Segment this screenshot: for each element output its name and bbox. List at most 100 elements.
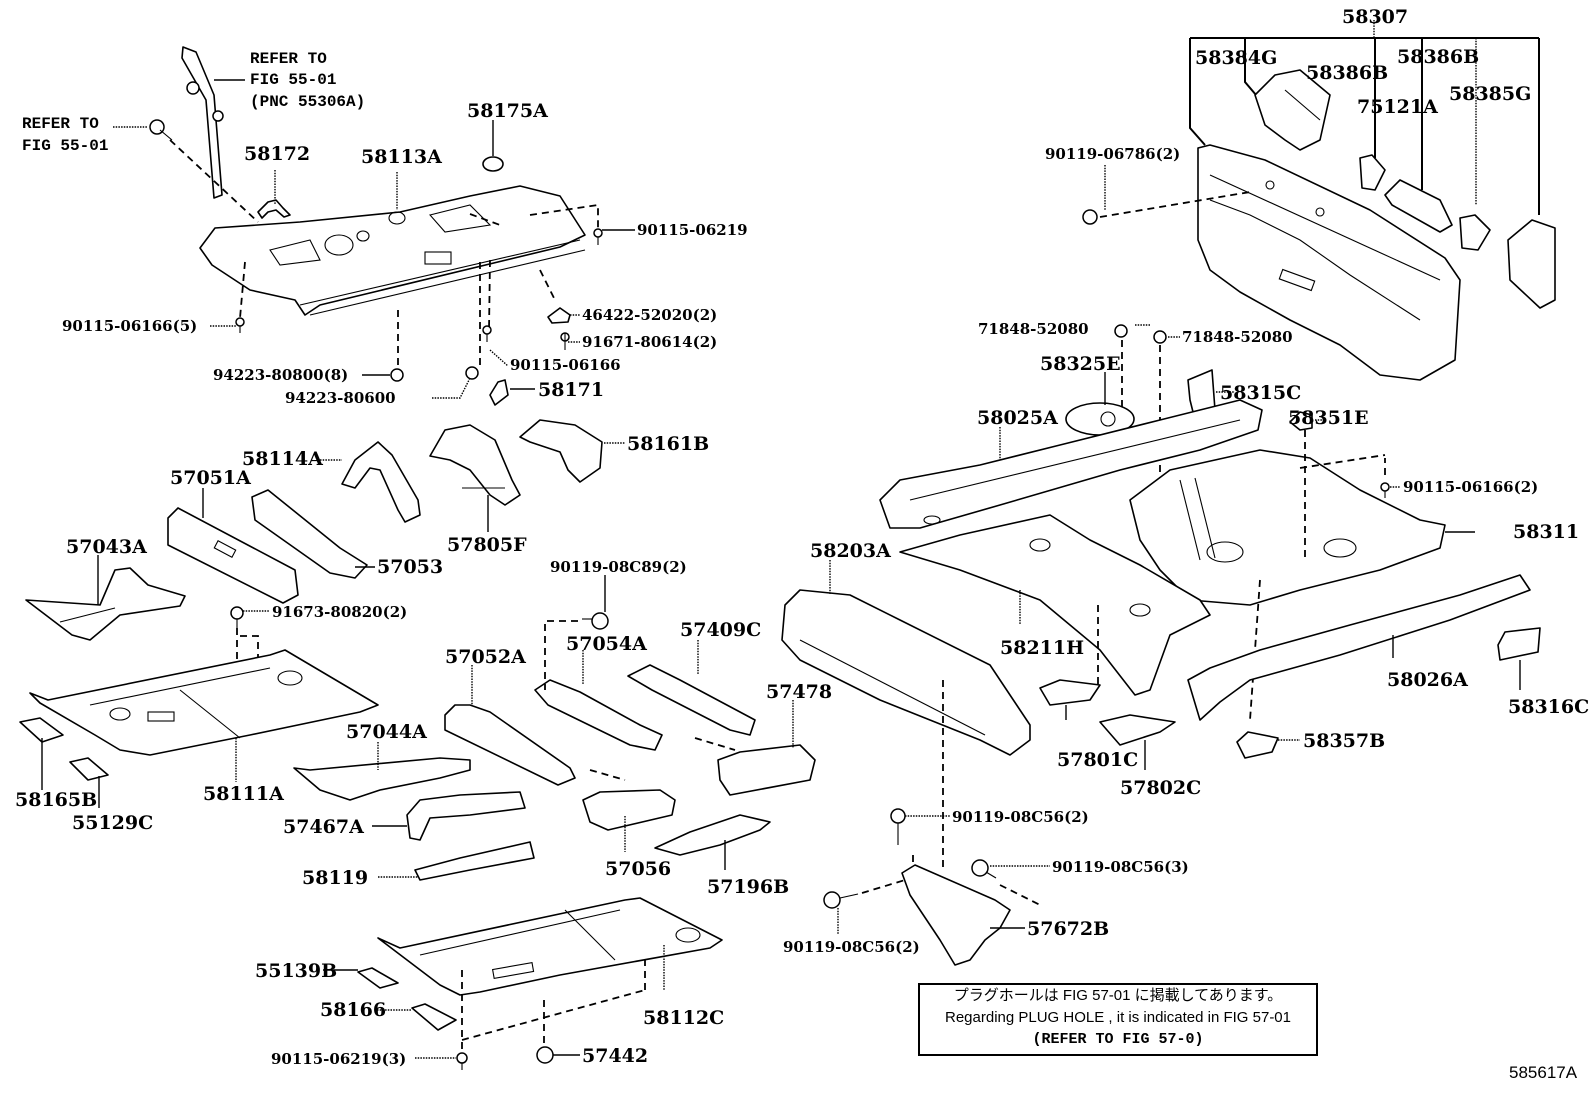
label-90115-06219[interactable]: 90115-06219 bbox=[637, 221, 748, 239]
label-58165B[interactable]: 58165B bbox=[15, 789, 97, 811]
part-58171-bracket bbox=[489, 379, 509, 406]
label-58172[interactable]: 58172 bbox=[244, 143, 310, 165]
cap-57442 bbox=[536, 1046, 554, 1064]
label-57052A[interactable]: 57052A bbox=[445, 646, 526, 668]
label-58307[interactable]: 58307 bbox=[1342, 6, 1408, 28]
bolt-90119-08C89 bbox=[582, 612, 609, 630]
part-57053-member bbox=[251, 489, 368, 579]
part-57478-member bbox=[717, 744, 816, 796]
bolt-90115-06219 bbox=[593, 228, 603, 245]
label-57672B[interactable]: 57672B bbox=[1027, 918, 1109, 940]
plug-71848-52080-b bbox=[1153, 330, 1167, 344]
part-58175A-plug bbox=[482, 156, 504, 172]
label-58203A[interactable]: 58203A bbox=[810, 540, 891, 562]
figure-id: 585617A bbox=[1509, 1063, 1578, 1082]
part-58165B-plug bbox=[19, 717, 64, 743]
part-57801C-bracket bbox=[1039, 679, 1101, 706]
label-57054A[interactable]: 57054A bbox=[566, 633, 647, 655]
note-line-en: Regarding PLUG HOLE , it is indicated in… bbox=[945, 1009, 1291, 1026]
clip-46422-52020 bbox=[547, 307, 571, 324]
reference-note-left: REFER TO FIG 55-01 bbox=[22, 115, 108, 155]
label-90119-08C56-3[interactable]: 90119-08C56(3) bbox=[1052, 858, 1189, 876]
label-57478[interactable]: 57478 bbox=[766, 681, 832, 703]
label-58161B[interactable]: 58161B bbox=[627, 433, 709, 455]
label-57051A[interactable]: 57051A bbox=[170, 467, 251, 489]
label-58316C[interactable]: 58316C bbox=[1508, 696, 1589, 718]
part-57051A-member bbox=[167, 507, 299, 604]
label-90119-08C56-2a[interactable]: 90119-08C56(2) bbox=[952, 808, 1089, 826]
label-90115-06166[interactable]: 90115-06166 bbox=[510, 356, 621, 374]
label-57196B[interactable]: 57196B bbox=[707, 876, 789, 898]
label-58025A[interactable]: 58025A bbox=[977, 407, 1058, 429]
part-58316C-bracket bbox=[1497, 627, 1541, 661]
label-58385G[interactable]: 58385G bbox=[1449, 83, 1531, 105]
label-58384G[interactable]: 58384G bbox=[1195, 47, 1277, 69]
label-90115-06166-2[interactable]: 90115-06166(2) bbox=[1403, 478, 1538, 496]
part-58025A-member bbox=[879, 399, 1263, 529]
label-90115-06219-3[interactable]: 90115-06219(3) bbox=[271, 1050, 406, 1068]
part-58325E-bracket bbox=[1065, 402, 1135, 436]
bolt-90115-06219-3 bbox=[456, 1052, 468, 1070]
label-58113A[interactable]: 58113A bbox=[361, 146, 442, 168]
label-58211H[interactable]: 58211H bbox=[1000, 637, 1084, 659]
label-57442[interactable]: 57442 bbox=[582, 1045, 648, 1067]
label-55129C[interactable]: 55129C bbox=[72, 812, 153, 834]
bolt-91673-80820 bbox=[230, 606, 244, 628]
bolt-90119-08C56-2b bbox=[823, 891, 859, 909]
ref-left-line1: REFER TO bbox=[22, 115, 99, 133]
plug-hole-note: プラグホールは FIG 57-01 に掲載してあります。 Regarding P… bbox=[918, 983, 1318, 1056]
part-58119-member bbox=[414, 841, 535, 881]
part-58114A-bracket bbox=[341, 441, 421, 523]
label-57467A[interactable]: 57467A bbox=[283, 816, 364, 838]
label-71848-52080-a[interactable]: 71848-52080 bbox=[978, 320, 1089, 338]
part-55139B-plug bbox=[357, 967, 399, 989]
label-58315C[interactable]: 58315C bbox=[1220, 382, 1301, 404]
label-94223-80600[interactable]: 94223-80600 bbox=[285, 389, 396, 407]
note-line-ref: (REFER TO FIG 57-0) bbox=[1032, 1031, 1204, 1048]
label-58171[interactable]: 58171 bbox=[538, 379, 604, 401]
part-58311-rear-floor-pan bbox=[1129, 449, 1446, 606]
label-58114A[interactable]: 58114A bbox=[242, 448, 323, 470]
label-90119-08C89-2[interactable]: 90119-08C89(2) bbox=[550, 558, 687, 576]
label-58175A[interactable]: 58175A bbox=[467, 100, 548, 122]
bolt-90115-06166-2 bbox=[1380, 482, 1390, 498]
label-58357B[interactable]: 58357B bbox=[1303, 730, 1385, 752]
label-71848-52080-b[interactable]: 71848-52080 bbox=[1182, 328, 1293, 346]
label-57044A[interactable]: 57044A bbox=[346, 721, 427, 743]
label-91673-80820-2[interactable]: 91673-80820(2) bbox=[272, 603, 407, 621]
label-58386B-b[interactable]: 58386B bbox=[1397, 46, 1479, 68]
label-91671-80614-2[interactable]: 91671-80614(2) bbox=[582, 333, 717, 351]
part-57044A-member bbox=[293, 757, 471, 801]
label-57053[interactable]: 57053 bbox=[377, 556, 443, 578]
label-57802C[interactable]: 57802C bbox=[1120, 777, 1201, 799]
label-58111A[interactable]: 58111A bbox=[203, 783, 284, 805]
nut-94223-80600 bbox=[465, 366, 479, 380]
bolt-90119-08C56-2a bbox=[890, 808, 906, 845]
label-58112C[interactable]: 58112C bbox=[643, 1007, 724, 1029]
part-58113A-front-floor-panel bbox=[199, 185, 586, 316]
label-57409C[interactable]: 57409C bbox=[680, 619, 761, 641]
clip-bolt-upper bbox=[149, 119, 173, 141]
label-46422-52020-2[interactable]: 46422-52020(2) bbox=[582, 306, 717, 324]
label-58311[interactable]: 58311 bbox=[1513, 521, 1579, 543]
label-55139B[interactable]: 55139B bbox=[255, 960, 337, 982]
label-57801C[interactable]: 57801C bbox=[1057, 749, 1138, 771]
part-57196B-member bbox=[654, 814, 771, 856]
label-58026A[interactable]: 58026A bbox=[1387, 669, 1468, 691]
label-58351E[interactable]: 58351E bbox=[1288, 407, 1369, 429]
label-75121A[interactable]: 75121A bbox=[1357, 96, 1438, 118]
label-90119-06786-2[interactable]: 90119-06786(2) bbox=[1045, 145, 1180, 163]
label-57043A[interactable]: 57043A bbox=[66, 536, 147, 558]
label-58325E[interactable]: 58325E bbox=[1040, 353, 1121, 375]
label-90119-08C56-2b[interactable]: 90119-08C56(2) bbox=[783, 938, 920, 956]
label-58166[interactable]: 58166 bbox=[320, 999, 386, 1021]
part-57805F-bracket bbox=[429, 424, 521, 506]
label-58386B-a[interactable]: 58386B bbox=[1306, 62, 1388, 84]
bolt-90115-06166-5 bbox=[235, 317, 245, 333]
label-90115-06166-5[interactable]: 90115-06166(5) bbox=[62, 317, 197, 335]
label-58119[interactable]: 58119 bbox=[302, 867, 368, 889]
part-75121A-bracket bbox=[1384, 179, 1453, 233]
label-57805F[interactable]: 57805F bbox=[447, 534, 527, 556]
label-57056[interactable]: 57056 bbox=[605, 858, 671, 880]
label-94223-80800-8[interactable]: 94223-80800(8) bbox=[213, 366, 348, 384]
